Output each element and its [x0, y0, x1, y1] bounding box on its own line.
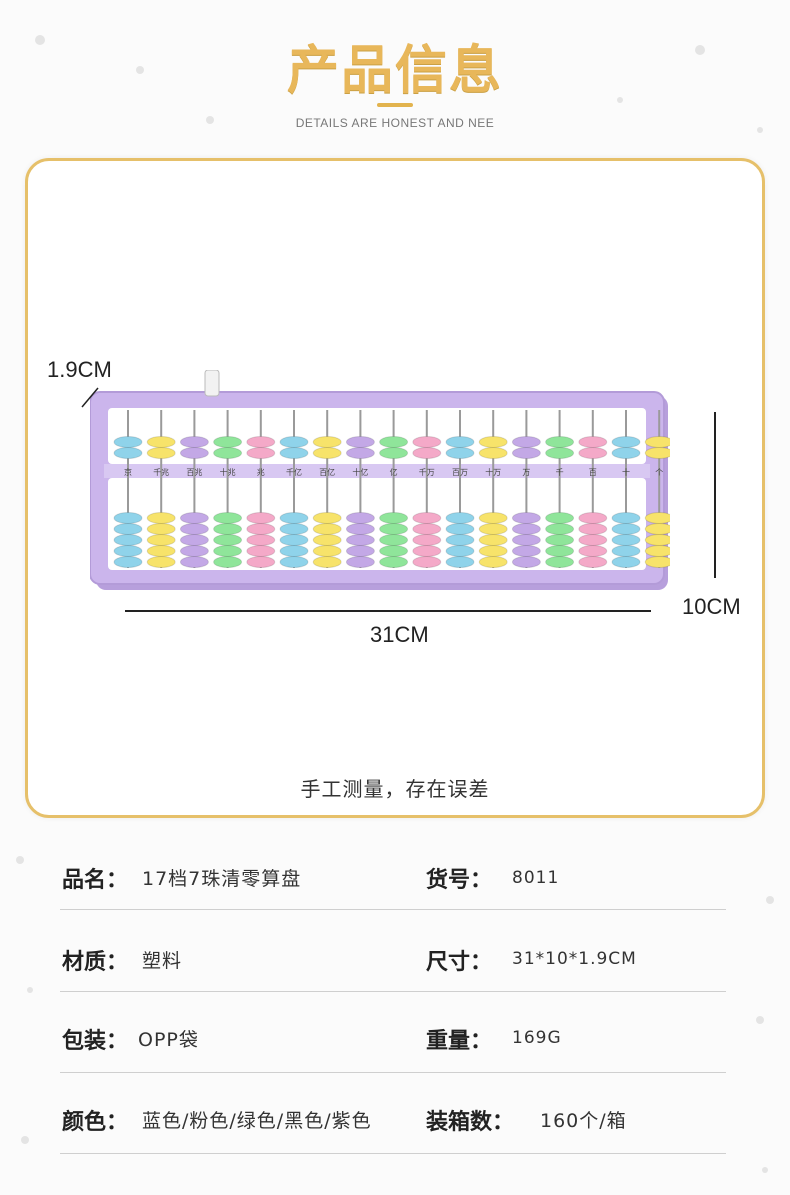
abacus-bead: [179, 556, 209, 568]
abacus-place-label: 千亿: [286, 467, 302, 477]
spec-label-color: 颜色：: [62, 1110, 129, 1135]
abacus-bead: [545, 447, 575, 459]
abacus-bead: [113, 447, 143, 459]
abacus-bead: [644, 447, 670, 459]
page-subtitle: DETAILS ARE HONEST AND NEE: [295, 116, 495, 130]
spec-value-size: 31*10*1.9CM: [512, 949, 637, 969]
spec-row: 颜色： 蓝色/粉色/绿色/黑色/紫色 装箱数： 160个/箱: [60, 1071, 726, 1154]
abacus-bead: [611, 447, 641, 459]
abacus-bead: [246, 447, 276, 459]
abacus-bead: [578, 447, 608, 459]
abacus-bead: [146, 556, 176, 568]
spec-value-material: 塑料: [142, 950, 183, 972]
abacus-bead: [146, 447, 176, 459]
abacus-bead: [345, 556, 375, 568]
abacus-place-label: 万: [522, 468, 530, 477]
abacus-bead: [113, 556, 143, 568]
spec-value-weight: 169G: [512, 1028, 562, 1048]
spec-row: 材质： 塑料 尺寸： 31*10*1.9CM: [60, 909, 726, 992]
abacus-bead: [345, 447, 375, 459]
abacus-bead: [246, 556, 276, 568]
abacus-place-label: 亿: [390, 467, 398, 477]
abacus-place-label: 十: [622, 467, 630, 477]
dimension-depth-label: 1.9CM: [47, 357, 112, 382]
spec-label-carton-qty: 装箱数：: [426, 1110, 515, 1135]
abacus-bead: [279, 447, 309, 459]
spec-label-weight: 重量：: [426, 1029, 493, 1054]
abacus-place-label: 千万: [419, 467, 435, 477]
abacus-bead: [179, 447, 209, 459]
abacus-bead: [478, 447, 508, 459]
spec-row: 品名： 17档7珠清零算盘 货号： 8011: [60, 827, 726, 910]
spec-value-color: 蓝色/粉色/绿色/黑色/紫色: [142, 1110, 372, 1132]
abacus-bead: [379, 447, 409, 459]
abacus-bead: [213, 447, 243, 459]
abacus-place-label: 百万: [452, 468, 468, 477]
abacus-bead: [412, 556, 442, 568]
abacus-place-label: 百兆: [186, 467, 202, 477]
abacus-bead: [379, 556, 409, 568]
abacus-bead: [611, 556, 641, 568]
abacus-bead: [545, 556, 575, 568]
abacus-illustration: 京 千兆 百兆 十兆 兆 千亿 百亿 十亿 亿 千万 百万 十万 万 千 百 十 个: [90, 370, 670, 590]
abacus-place-label: 千: [556, 467, 564, 477]
abacus-place-label: 百: [589, 468, 597, 477]
abacus-place-label: 十亿: [352, 467, 368, 477]
dimension-width-label: 31CM: [370, 622, 429, 647]
abacus-bead: [213, 556, 243, 568]
abacus-bead: [312, 447, 342, 459]
abacus-place-label: 十万: [485, 467, 501, 477]
abacus-bead: [511, 556, 541, 568]
abacus-place-label: 十兆: [220, 467, 236, 477]
spec-row: 包装： OPP袋 重量： 169G: [60, 990, 726, 1073]
abacus-inner-top: [108, 408, 646, 464]
dimension-height-label: 10CM: [682, 594, 741, 619]
spec-value-carton-qty: 160个/箱: [540, 1110, 627, 1132]
depth-leader-line: [81, 387, 99, 408]
abacus-bead: [578, 556, 608, 568]
abacus-place-label: 千兆: [153, 467, 169, 477]
abacus-bead: [279, 556, 309, 568]
abacus-bead: [445, 556, 475, 568]
spec-label-sku: 货号：: [426, 868, 493, 893]
abacus-place-label: 兆: [257, 467, 265, 477]
abacus-bead: [644, 556, 670, 568]
spec-value-name: 17档7珠清零算盘: [142, 868, 302, 890]
abacus-bead: [445, 447, 475, 459]
page-title: 产品信息: [286, 41, 503, 101]
abacus-place-label: 京: [124, 467, 132, 477]
measurement-note: 手工测量，存在误差: [300, 777, 490, 801]
title-underline: [377, 103, 413, 107]
abacus-place-label: 个: [655, 468, 663, 477]
abacus-place-label: 百亿: [319, 467, 335, 477]
spec-label-size: 尺寸：: [426, 950, 493, 975]
spec-label-packaging: 包装：: [62, 1029, 129, 1054]
abacus-bead: [412, 447, 442, 459]
spec-value-packaging: OPP袋: [138, 1029, 199, 1051]
spec-label-material: 材质：: [62, 950, 129, 975]
abacus-bead: [312, 556, 342, 568]
spec-label-name: 品名：: [62, 868, 129, 893]
abacus-bead: [511, 447, 541, 459]
abacus-bead: [478, 556, 508, 568]
spec-value-sku: 8011: [512, 868, 560, 888]
abacus-knob: [204, 370, 220, 397]
abacus-inner-bottom: [108, 478, 646, 570]
abacus-beam: [104, 464, 650, 478]
